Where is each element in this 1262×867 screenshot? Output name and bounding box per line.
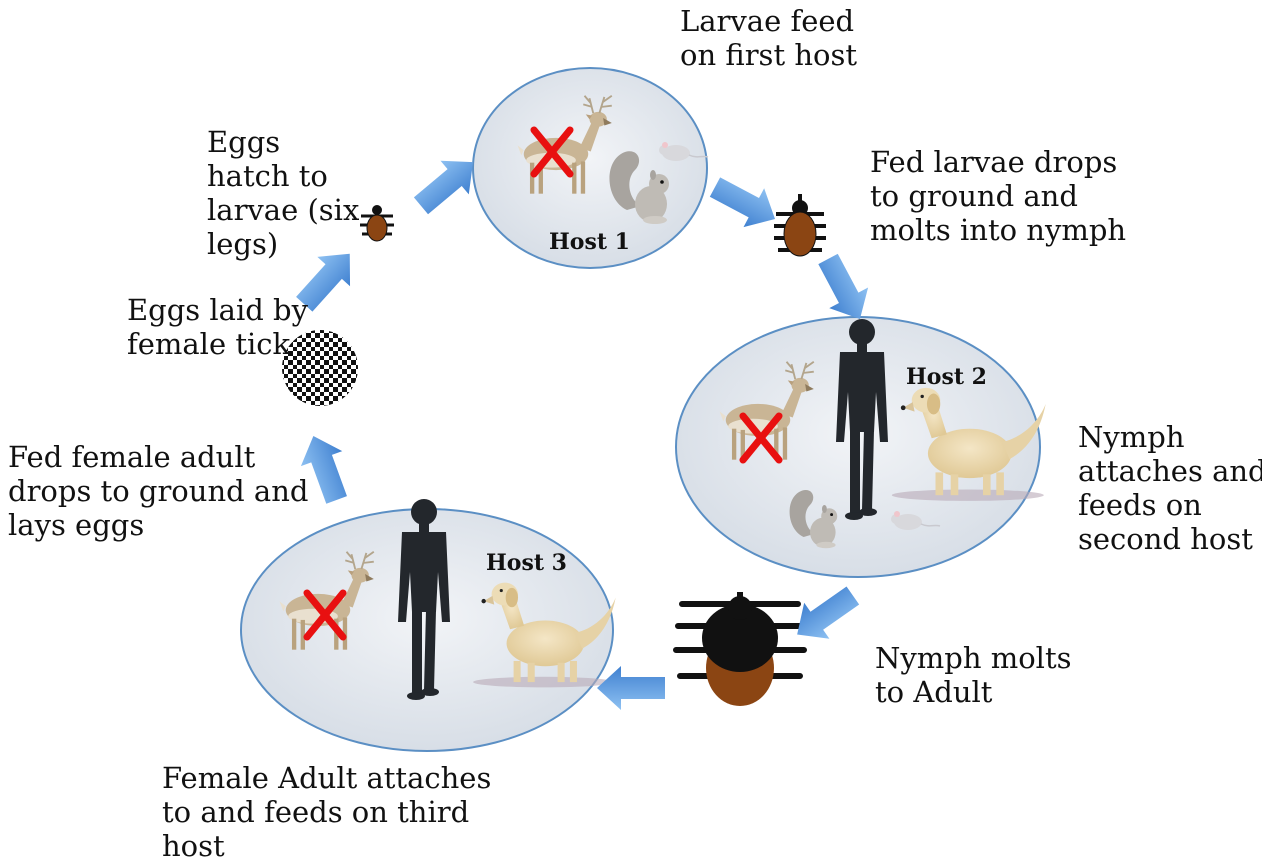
nymph-molts-label: Nymph molts to Adult <box>875 641 1072 709</box>
adult-tick-icon <box>676 592 804 706</box>
fed-larvae-label: Fed larvae drops to ground and molts int… <box>870 145 1126 247</box>
host-2-group: Host 2 <box>676 317 1046 577</box>
host-3-label: Host 3 <box>486 550 567 576</box>
nymph-attaches-label: Nymph attaches and feeds on second host <box>1078 420 1262 556</box>
arrow-adult-to-host3 <box>597 666 665 710</box>
host-2-label: Host 2 <box>906 364 987 390</box>
larvae-feed-label: Larvae feed on first host <box>680 4 857 72</box>
arrow-host2-to-adult <box>785 577 866 652</box>
fed-female-label: Fed female adult drops to ground and lay… <box>8 440 308 542</box>
female-adult-label: Female Adult attaches to and feeds on th… <box>162 761 491 863</box>
host-1-group: Host 1 <box>473 68 708 268</box>
host-1-label: Host 1 <box>549 229 630 255</box>
larva-tick-icon <box>360 205 394 241</box>
eggs-hatch-label: Eggs hatch to larvae (six legs) <box>207 125 359 261</box>
fed-larva-tick-icon <box>774 194 826 256</box>
eggs-laid-label: Eggs laid by female tick <box>127 293 308 361</box>
arrow-host1-to-fed-larva <box>705 168 786 239</box>
